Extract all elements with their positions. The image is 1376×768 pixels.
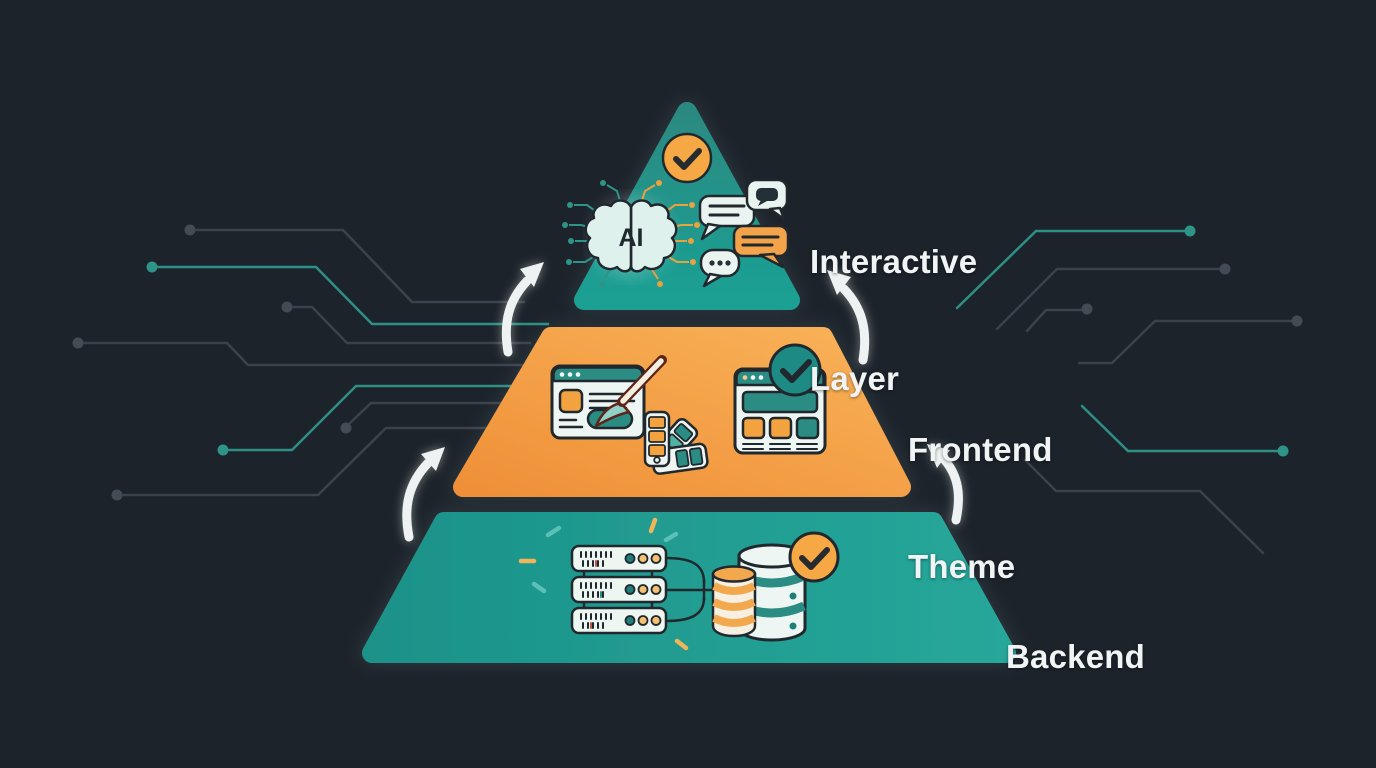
spark-decorations [518,517,689,651]
ai-label: AI [619,224,644,252]
label-frontend-line2: Theme [908,548,1016,585]
design-window-icon [550,364,646,440]
database-icon [711,543,807,642]
layer-shape-backend [362,512,1016,663]
up-arrow-right-top [827,270,870,365]
up-arrows [402,262,963,542]
label-interactive-layer: Interactive Layer [810,164,977,476]
label-backend-line1: Backend [1006,638,1145,675]
up-arrow-left-bottom [402,447,445,542]
server-stack-icon [570,544,718,635]
paintbrush-icon [594,355,667,428]
label-frontend-theme: Frontend Theme [908,352,1053,664]
up-arrow-right-bottom [927,444,963,525]
check-badge-icon-top [661,132,713,184]
circuit-traces-left [72,224,554,501]
label-interactive-line2: Layer [810,360,900,397]
chat-bubbles-icon [698,178,790,288]
color-swatches-icon [643,410,709,475]
check-badge-icon-bottom [788,531,840,583]
ai-brain-icon: AI [562,180,700,287]
up-arrow-left-top [501,262,544,357]
circuit-traces-right [955,225,1303,555]
label-interactive-line1: Interactive [810,243,978,280]
label-frontend-line1: Frontend [908,431,1053,468]
label-backend: Backend [1006,559,1145,754]
check-badge-icon-middle [768,343,822,397]
